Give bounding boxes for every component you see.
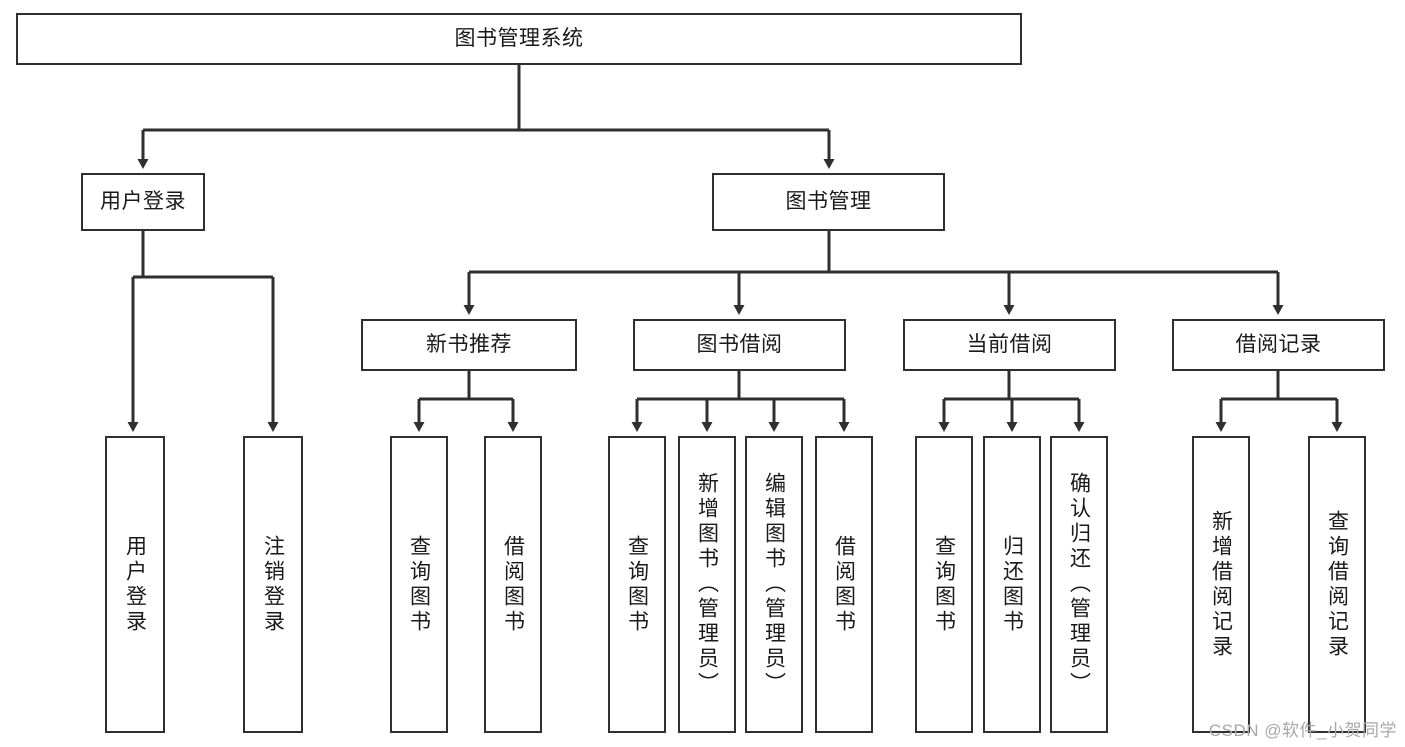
node-recommend-query-book[interactable]: 查询图书 (390, 436, 448, 733)
node-label: 查询借阅记录 (1325, 509, 1349, 660)
node-new-book-recommend[interactable]: 新书推荐 (361, 319, 577, 371)
node-label: 图书借阅 (696, 332, 783, 356)
node-book-management[interactable]: 图书管理 (712, 173, 945, 231)
node-borrow-add-book[interactable]: 新增图书（管理员） (678, 436, 736, 733)
node-label: 新增图书（管理员） (695, 472, 719, 697)
node-label: 查询图书 (407, 534, 431, 635)
node-label: 编辑图书（管理员） (762, 472, 786, 697)
node-user-login-login[interactable]: 用户登录 (105, 436, 165, 733)
node-current-confirm-return[interactable]: 确认归还（管理员） (1050, 436, 1108, 733)
node-records-add-record[interactable]: 新增借阅记录 (1192, 436, 1250, 733)
node-label: 归还图书 (1000, 534, 1024, 635)
node-label: 新书推荐 (426, 332, 512, 356)
node-label: 借阅记录 (1235, 332, 1322, 356)
node-borrow-borrow-book[interactable]: 借阅图书 (815, 436, 873, 733)
node-label: 借阅图书 (501, 534, 525, 635)
node-records-query-record[interactable]: 查询借阅记录 (1308, 436, 1366, 733)
node-book-borrow[interactable]: 图书借阅 (633, 319, 846, 371)
node-label: 图书管理系统 (454, 26, 584, 50)
node-label: 新增借阅记录 (1209, 509, 1233, 660)
node-borrow-records[interactable]: 借阅记录 (1172, 319, 1385, 371)
node-user-login-logout[interactable]: 注销登录 (243, 436, 303, 733)
node-current-return-book[interactable]: 归还图书 (983, 436, 1041, 733)
csdn-watermark: CSDN @软件_小贺同学 (1208, 721, 1397, 740)
node-current-borrow[interactable]: 当前借阅 (903, 319, 1116, 371)
node-label: 用户登录 (100, 189, 186, 213)
node-label: 注销登录 (261, 534, 285, 635)
node-label: 借阅图书 (832, 534, 856, 635)
node-label: 当前借阅 (966, 332, 1053, 356)
node-borrow-query-book[interactable]: 查询图书 (608, 436, 666, 733)
node-user-login[interactable]: 用户登录 (81, 173, 205, 231)
node-label: 确认归还（管理员） (1067, 472, 1091, 697)
node-borrow-edit-book[interactable]: 编辑图书（管理员） (745, 436, 803, 733)
node-root-system[interactable]: 图书管理系统 (16, 13, 1022, 65)
node-current-query-book[interactable]: 查询图书 (915, 436, 973, 733)
node-label: 查询图书 (625, 534, 649, 635)
node-label: 查询图书 (932, 534, 956, 635)
node-label: 用户登录 (123, 534, 147, 635)
node-label: 图书管理 (785, 189, 872, 213)
node-recommend-borrow-book[interactable]: 借阅图书 (484, 436, 542, 733)
